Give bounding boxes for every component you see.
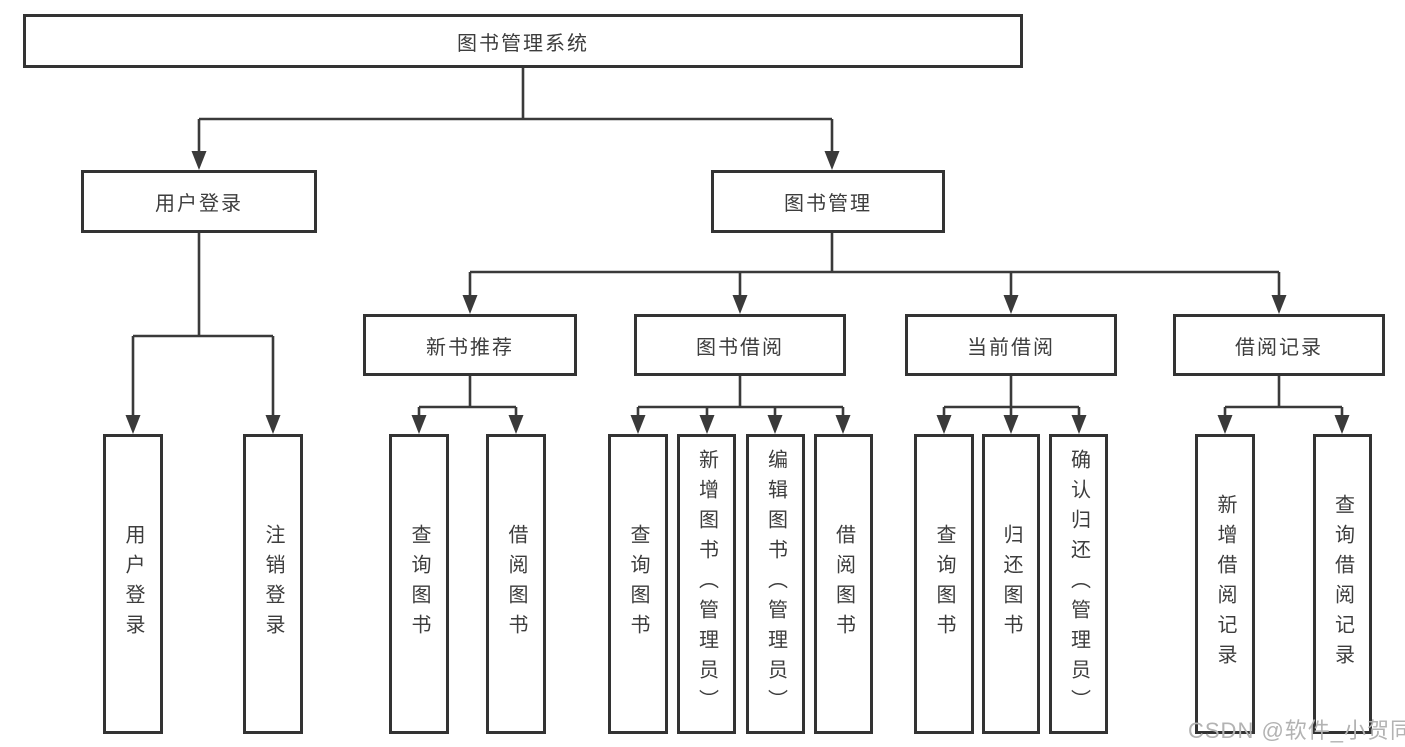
node-current-borrow: 当前借阅 xyxy=(905,314,1117,376)
node-book-borrow: 图书借阅 xyxy=(634,314,846,376)
node-user-login: 用户登录 xyxy=(81,170,317,233)
csdn-watermark: CSDN @软件_小贺同学 xyxy=(1188,718,1405,743)
leaf-label: 借阅图书 xyxy=(505,524,527,644)
leaf-confirm-return-admin: 确认归还（管理员） xyxy=(1049,434,1108,734)
leaf-borrow-books-recommend: 借阅图书 xyxy=(486,434,546,734)
leaf-label: 借阅图书 xyxy=(832,524,855,644)
leaf-query-books-recommend: 查询图书 xyxy=(389,434,449,734)
leaf-add-books-admin: 新增图书（管理员） xyxy=(677,434,736,734)
leaf-query-books-current: 查询图书 xyxy=(914,434,974,734)
leaf-label: 查询图书 xyxy=(933,524,955,644)
leaf-label: 归还图书 xyxy=(1000,524,1022,644)
leaf-borrow-books: 借阅图书 xyxy=(814,434,873,734)
node-book-management: 图书管理 xyxy=(711,170,945,233)
leaf-query-borrow-record: 查询借阅记录 xyxy=(1313,434,1372,734)
node-new-book-recommend: 新书推荐 xyxy=(363,314,577,376)
leaf-label: 用户登录 xyxy=(122,524,144,644)
leaf-add-borrow-record: 新增借阅记录 xyxy=(1195,434,1255,734)
leaf-label: 编辑图书（管理员） xyxy=(764,449,787,719)
leaf-query-books-borrow: 查询图书 xyxy=(608,434,668,734)
leaf-label: 注销登录 xyxy=(262,524,284,644)
leaf-label: 查询图书 xyxy=(627,524,649,644)
leaf-user-login: 用户登录 xyxy=(103,434,163,734)
leaf-label: 新增借阅记录 xyxy=(1214,494,1236,674)
leaf-return-books: 归还图书 xyxy=(982,434,1040,734)
node-root-library-system: 图书管理系统 xyxy=(23,14,1023,68)
leaf-label: 查询图书 xyxy=(408,524,430,644)
node-borrow-records: 借阅记录 xyxy=(1173,314,1385,376)
leaf-label: 新增图书（管理员） xyxy=(695,449,718,719)
leaf-edit-books-admin: 编辑图书（管理员） xyxy=(746,434,805,734)
leaf-label: 查询借阅记录 xyxy=(1331,494,1354,674)
leaf-logout: 注销登录 xyxy=(243,434,303,734)
leaf-label: 确认归还（管理员） xyxy=(1067,449,1090,719)
